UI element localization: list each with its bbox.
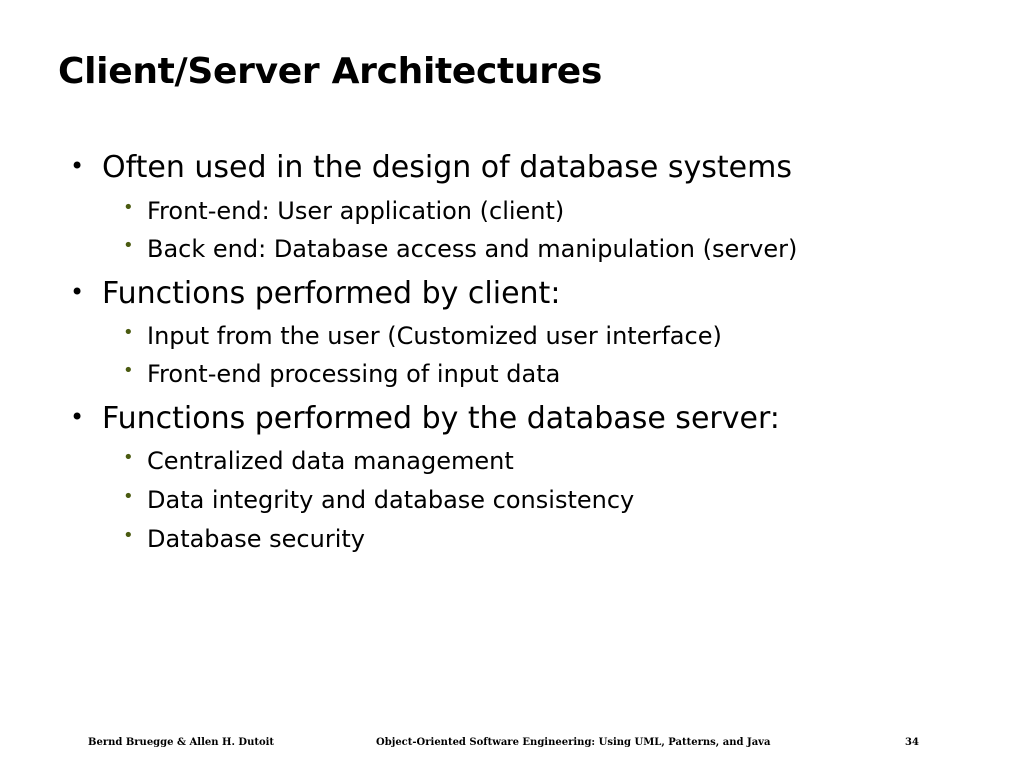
footer-book-title: Object-Oriented Software Engineering: Us… xyxy=(376,737,771,748)
sub-bullet-item: • Data integrity and database consistenc… xyxy=(123,484,635,516)
bullet-text: Functions performed by client: xyxy=(102,276,561,311)
sub-bullet-text: Centralized data management xyxy=(147,447,514,475)
bullet-item: • Often used in the design of database s… xyxy=(70,148,792,188)
sub-bullet-item: • Database security xyxy=(123,523,365,555)
sub-bullet-text: Back end: Database access and manipulati… xyxy=(147,235,798,263)
sub-bullet-text: Data integrity and database consistency xyxy=(147,486,635,514)
footer-authors: Bernd Bruegge & Allen H. Dutoit xyxy=(88,737,275,748)
sub-bullet-item: • Front-end: User application (client) xyxy=(123,195,565,227)
sub-bullet-text: Database security xyxy=(147,525,365,553)
sub-bullet-text: Front-end: User application (client) xyxy=(147,197,565,225)
bullet-dot-icon: • xyxy=(123,235,134,256)
bullet-dot-icon: • xyxy=(70,152,85,180)
bullet-item: • Functions performed by client: xyxy=(70,274,561,314)
sub-bullet-item: • Front-end processing of input data xyxy=(123,358,561,390)
bullet-dot-icon: • xyxy=(123,447,134,468)
bullet-text: Functions performed by the database serv… xyxy=(102,401,780,436)
bullet-dot-icon: • xyxy=(70,278,85,306)
slide-title: Client/Server Architectures xyxy=(58,51,602,92)
sub-bullet-item: • Input from the user (Customized user i… xyxy=(123,320,722,352)
bullet-text: Often used in the design of database sys… xyxy=(102,150,792,185)
sub-bullet-text: Front-end processing of input data xyxy=(147,360,561,388)
bullet-dot-icon: • xyxy=(70,403,85,431)
sub-bullet-item: • Centralized data management xyxy=(123,445,514,477)
sub-bullet-item: • Back end: Database access and manipula… xyxy=(123,233,798,265)
footer-page-number: 34 xyxy=(905,737,919,748)
bullet-dot-icon: • xyxy=(123,197,134,218)
bullet-dot-icon: • xyxy=(123,486,134,507)
bullet-item: • Functions performed by the database se… xyxy=(70,399,780,439)
bullet-dot-icon: • xyxy=(123,322,134,343)
bullet-dot-icon: • xyxy=(123,525,134,546)
sub-bullet-text: Input from the user (Customized user int… xyxy=(147,322,722,350)
bullet-dot-icon: • xyxy=(123,360,134,381)
